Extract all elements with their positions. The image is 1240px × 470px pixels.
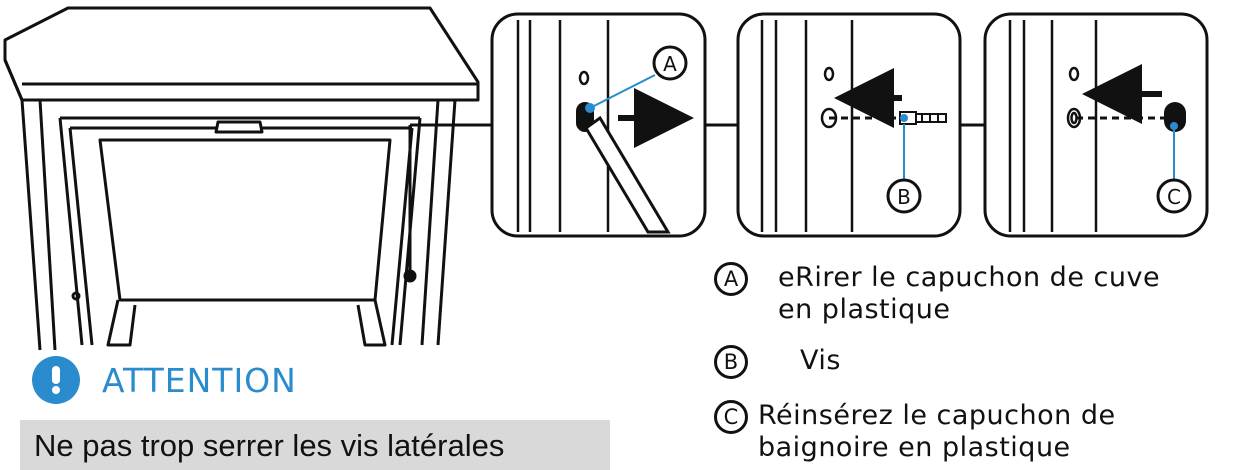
legend-letter-b: B: [714, 345, 748, 379]
warning-text: Ne pas trop serrer les vis latérales: [34, 428, 505, 463]
legend-item-b: B Vis: [714, 345, 841, 379]
legend-text-a: eRirer le capuchon de cuve en plastique: [778, 262, 1161, 325]
legend-text-b: Vis: [800, 345, 841, 376]
attention-heading: ATTENTION: [32, 356, 297, 404]
detail-panel-screw: [736, 12, 962, 238]
detail-panel-reinsert-cap: [983, 12, 1209, 238]
legend-letter-c: C: [714, 400, 748, 434]
legend-item-a: A eRirer le capuchon de cuve en plastiqu…: [714, 262, 1198, 326]
callout-a-label: A: [663, 52, 677, 76]
callout-c: C: [1156, 178, 1192, 214]
callout-a: A: [652, 45, 688, 81]
callout-b: B: [886, 178, 922, 214]
legend-text-c: Réinsérez le capuchon de baignoire en pl…: [758, 400, 1116, 463]
legend-item-c: C Réinsérez le capuchon de baignoire en …: [714, 400, 1188, 464]
warning-box: [20, 420, 610, 470]
exclamation-circle-icon: [32, 356, 80, 404]
callout-c-label: C: [1167, 185, 1181, 209]
attention-label: ATTENTION: [102, 360, 297, 400]
callout-b-label: B: [897, 185, 911, 209]
legend-letter-a: A: [714, 262, 748, 296]
detail-panel-remove-cap: [490, 12, 707, 238]
dishwasher-cabinet: [3, 6, 492, 351]
